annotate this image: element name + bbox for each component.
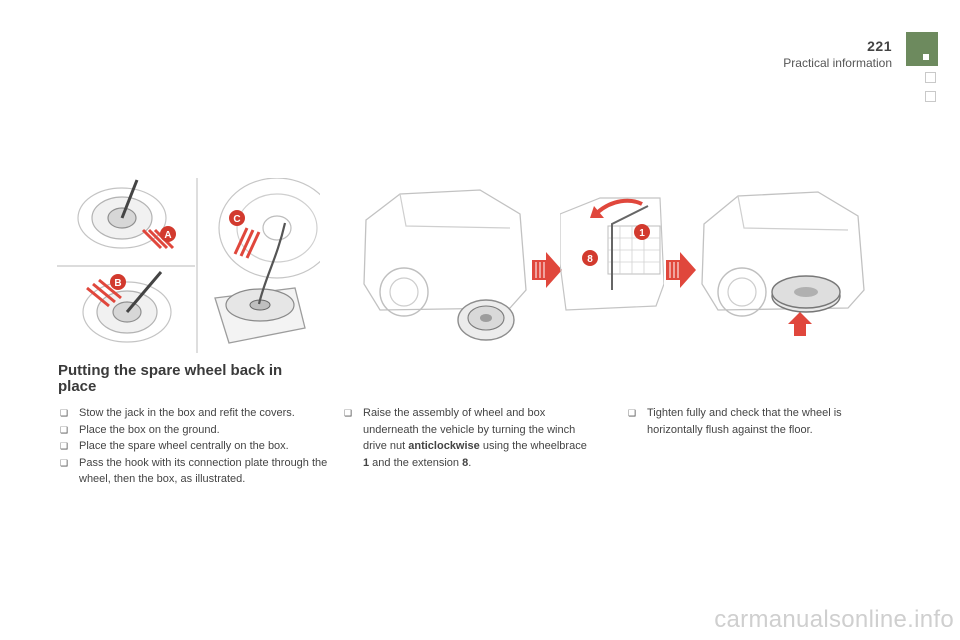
step-text-emphasis: anticlockwise — [408, 440, 480, 452]
illustration-box-winch: C — [195, 178, 320, 353]
chapter-tab-marker — [923, 54, 929, 60]
bullet-icon: ❑ — [60, 457, 69, 468]
illustration-car-wheel-stowed — [698, 184, 868, 340]
steps-column-2: ❑ Raise the assembly of wheel and box un… — [342, 405, 594, 471]
bullet-icon: ❑ — [344, 408, 353, 418]
list-item: ❑ Raise the assembly of wheel and box un… — [342, 405, 594, 471]
list-item: ❑ Place the spare wheel centrally on the… — [58, 438, 328, 455]
callout-8-label: 8 — [587, 254, 593, 265]
bullet-icon: ❑ — [60, 424, 69, 435]
step-text: Place the box on the ground. — [79, 423, 220, 436]
list-item: ❑ Place the box on the ground. — [58, 422, 328, 439]
step-text: . — [468, 456, 472, 469]
illustration-winch-wheelbrace: 1 8 — [560, 194, 664, 320]
callout-8-badge — [582, 250, 598, 266]
callout-1-badge — [634, 224, 650, 240]
section-heading: Putting the spare wheel back in place — [58, 362, 283, 395]
bullet-icon: ❑ — [60, 408, 69, 418]
arrow-right-icon — [530, 252, 564, 288]
step-text: Tighten fully and check that the wheel i… — [647, 407, 842, 436]
section-title: Practical information — [783, 56, 892, 70]
chapter-tab-box — [925, 72, 936, 83]
callout-b-badge — [110, 274, 126, 290]
step-text: Stow the jack in the box and refit the c… — [79, 407, 295, 419]
item-reference: 1 — [363, 456, 370, 469]
chapter-tab — [906, 32, 938, 66]
callout-a-label: A — [164, 230, 171, 241]
list-item: ❑ Pass the hook with its connection plat… — [58, 455, 328, 488]
step-text: Pass the hook with its connection plate … — [79, 456, 328, 486]
step-text: Place the spare wheel centrally on the b… — [79, 440, 289, 452]
chapter-tab-box — [925, 91, 936, 102]
arrow-right-icon — [664, 252, 698, 288]
callout-a-badge — [160, 226, 176, 242]
watermark: carmanualsonline.info — [714, 606, 954, 633]
bullet-icon: ❑ — [628, 408, 637, 418]
step-text: using the wheelbrace — [479, 440, 587, 452]
illustration-car-wheel-ground — [360, 180, 530, 350]
page-number: 221 — [867, 38, 892, 54]
illustration-hook-wheel: A B — [57, 178, 195, 353]
callout-1-label: 1 — [639, 228, 645, 239]
callout-c-badge — [229, 210, 245, 226]
steps-column-3: ❑ Tighten fully and check that the wheel… — [626, 405, 886, 438]
callout-c-label: C — [233, 214, 240, 225]
steps-column-1: ❑ Stow the jack in the box and refit the… — [58, 405, 328, 488]
list-item: ❑ Tighten fully and check that the wheel… — [626, 405, 886, 438]
step-text: and the extension — [369, 456, 463, 469]
bullet-icon: ❑ — [60, 441, 69, 451]
step-text: Raise the assembly of wheel and box unde… — [363, 407, 576, 452]
callout-b-label: B — [114, 278, 121, 289]
item-reference: 8 — [462, 456, 469, 469]
list-item: ❑ Stow the jack in the box and refit the… — [58, 405, 328, 422]
